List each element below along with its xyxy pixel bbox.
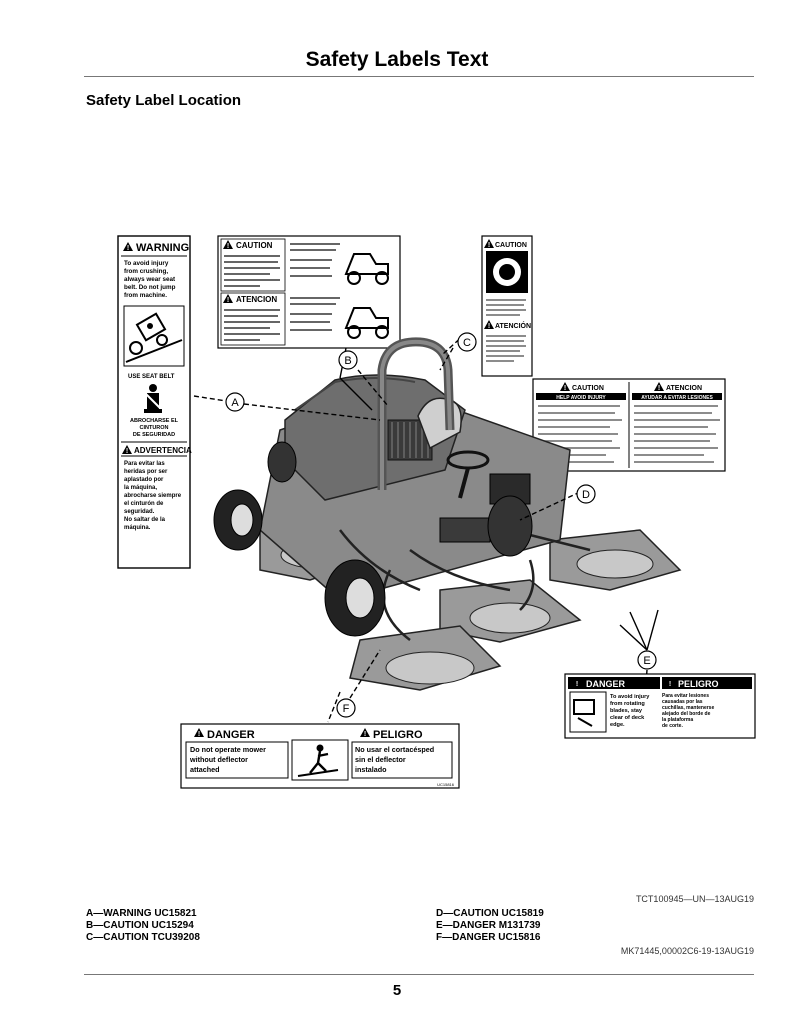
label-c-atencion-header: ATENCIÓN: [495, 321, 531, 330]
label-c-caution: CAUTION ATENCIÓN: [481, 235, 533, 377]
callout-e-letter: E: [643, 655, 650, 667]
label-e-en-line: clear of deck: [610, 715, 645, 721]
callout-d-letter: D: [582, 489, 590, 501]
label-a-line: belt. Do not jump: [124, 284, 176, 291]
label-e-es-line: Para evitar lesiones: [662, 693, 709, 699]
label-f-es-line: No usar el cortacésped: [355, 745, 434, 754]
callout-c: C: [457, 332, 477, 352]
callout-a: A: [225, 392, 245, 412]
legend-item-e: E—DANGER M131739: [436, 920, 541, 931]
label-d-atencion-header: ATENCION: [666, 385, 702, 392]
label-a-es-line: seguridad.: [124, 509, 155, 515]
label-e-en-line: To avoid injury: [610, 694, 650, 700]
label-e-es-line: la plataforma: [662, 717, 693, 723]
mower-machine-illustration: [213, 337, 682, 691]
legend-item-a: A—WARNING UC15821: [86, 908, 197, 919]
label-f-danger: DANGER PELIGRO Do not operate mower with…: [180, 723, 460, 789]
legend-item-c: C—CAUTION TCU39208: [86, 932, 200, 943]
label-a-seatbelt-en: USE SEAT BELT: [128, 374, 175, 380]
label-a-seatbelt-es: CINTURON: [139, 425, 168, 431]
label-a-seatbelt-es: ABROCHARSE EL: [130, 418, 179, 424]
callout-d: D: [576, 484, 596, 504]
figure-reference: TCT100945—UN—13AUG19: [635, 894, 754, 904]
label-e-es-line: de corte.: [662, 723, 683, 729]
label-f-en-line: without deflector: [189, 755, 248, 764]
label-b-caution-header: CAUTION: [236, 241, 273, 250]
label-a-es-line: aplastado por: [124, 477, 164, 483]
blade-hazard-pictogram: [569, 691, 607, 733]
label-a-seatbelt-es: DE SEGURIDAD: [133, 432, 175, 438]
label-a-es-line: heridas por ser: [124, 469, 168, 475]
label-a-line: from crushing,: [124, 268, 168, 275]
label-a-line: To avoid injury: [124, 260, 169, 267]
front-wheel: [324, 559, 386, 637]
rear-wheel: [213, 489, 263, 551]
page-number: 5: [392, 982, 402, 999]
callout-a-letter: A: [231, 397, 239, 409]
callout-b: B: [338, 350, 358, 370]
label-d-help-en: HELP AVOID INJURY: [556, 395, 606, 401]
label-a-line: from machine.: [124, 292, 167, 299]
label-e-es-line: alejado del borde de: [662, 711, 711, 717]
label-a-line: always wear seat: [124, 276, 176, 283]
callout-e: E: [637, 650, 657, 670]
safety-label-location-figure: ! WARNING To avoid injury from crushing,…: [117, 235, 756, 789]
label-e-en-line: from rotating: [610, 701, 645, 707]
label-c-caution-header: CAUTION: [495, 242, 527, 249]
page-title: Safety Labels Text: [305, 48, 489, 71]
callout-f-letter: F: [343, 703, 350, 715]
label-e-en-line: edge.: [610, 722, 625, 728]
label-a-es-line: No saltar de la: [124, 517, 166, 523]
label-a-advertencia-header: ADVERTENCIA: [134, 446, 192, 455]
label-b-atencion-header: ATENCION: [236, 295, 277, 304]
label-e-en-line: blades, stay: [610, 708, 643, 714]
label-a-warning: WARNING To avoid injury from crushing, a…: [117, 235, 192, 569]
label-e-danger: DANGER PELIGRO To avoid injury from rota…: [564, 673, 756, 739]
callout-c-letter: C: [463, 337, 471, 349]
section-title: Safety Label Location: [86, 92, 242, 109]
legend-left: A—WARNING UC15821 B—CAUTION UC15294 C—CA…: [86, 908, 200, 944]
callout-f: F: [336, 698, 356, 718]
label-e-es-line: cuchillas, mantenerse: [662, 705, 714, 711]
header-rule: [84, 76, 754, 77]
document-reference: MK71445,00002C6-19-13AUG19: [620, 946, 754, 956]
label-a-es-line: máquina.: [124, 525, 151, 531]
callout-b-letter: B: [344, 355, 351, 367]
label-e-peligro-header: PELIGRO: [678, 679, 719, 689]
seat-belt-pictogram: [144, 384, 162, 413]
label-f-code: UC15816: [437, 782, 455, 787]
label-a-es-line: el cinturón de: [124, 501, 164, 507]
label-a-es-line: abrocharse siempre: [124, 493, 182, 499]
footer-rule: [84, 974, 754, 975]
label-f-en-line: attached: [190, 765, 220, 774]
label-f-es-line: sin el deflector: [355, 755, 406, 764]
label-f-danger-header: DANGER: [207, 729, 255, 741]
legend-item-d: D—CAUTION UC15819: [436, 908, 544, 919]
label-b-caution: CAUTION ATENCION: [217, 235, 401, 349]
label-e-danger-header: DANGER: [586, 679, 626, 689]
legend-item-b: B—CAUTION UC15294: [86, 920, 194, 931]
label-a-es-line: la máquina,: [124, 485, 157, 491]
label-f-peligro-header: PELIGRO: [373, 729, 423, 741]
label-e-es-line: causadas por las: [662, 699, 703, 705]
label-d-help-es: AYUDAR A EVITAR LESIONES: [641, 395, 713, 401]
label-a-warning-header: WARNING: [136, 242, 189, 254]
label-f-es-line: instalado: [355, 765, 387, 774]
legend-item-f: F—DANGER UC15816: [436, 932, 541, 943]
label-a-es-line: Para evitar las: [124, 461, 165, 467]
label-f-en-line: Do not operate mower: [190, 745, 266, 754]
legend-right: D—CAUTION UC15819 E—DANGER M131739 F—DAN…: [436, 908, 544, 944]
label-d-caution-header: CAUTION: [572, 385, 604, 392]
